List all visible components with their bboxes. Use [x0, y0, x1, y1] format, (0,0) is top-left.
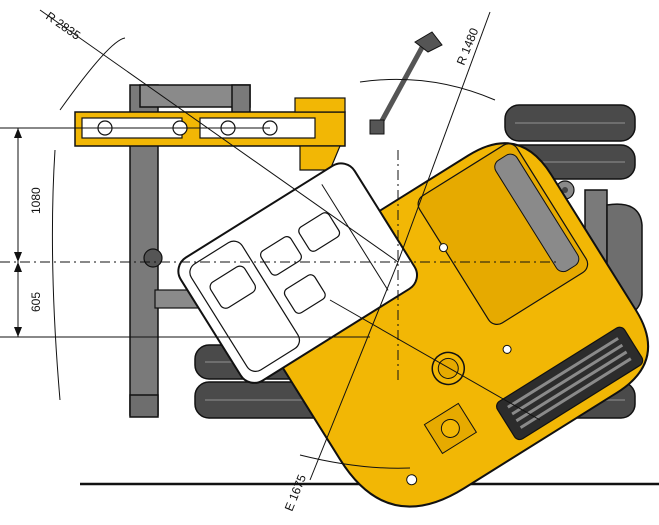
dim-upper-label: 1080 [29, 187, 43, 214]
dim-tail-label: E 1675 [282, 472, 309, 513]
boom-cylinder-end [143, 248, 163, 268]
operator-cab [177, 162, 418, 384]
dim-lower-label: 605 [29, 292, 43, 312]
dimension-lines [0, 9, 560, 481]
radius-front-label: R 2835 [43, 9, 83, 43]
radius-front-label-group: R 2835 [43, 9, 83, 43]
upper-structure [238, 142, 650, 508]
boom-arm [74, 97, 346, 171]
exhaust-handle [369, 31, 443, 135]
dim-tail-label-group: E 1675 [282, 472, 309, 513]
cab-roof-hatch [209, 265, 257, 309]
dim-lower-label-group: 605 [29, 288, 43, 314]
dim-upper-label-group: 1080 [29, 182, 43, 216]
